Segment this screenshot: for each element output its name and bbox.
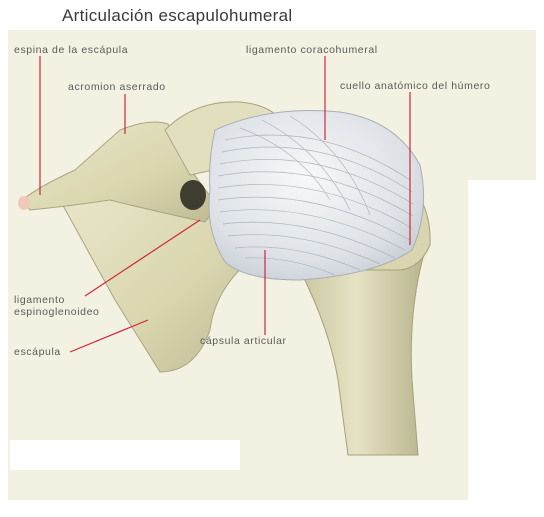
label-ligamento-espinoglenoideo: ligamento espinoglenoideo	[14, 294, 99, 318]
label-acromion: acromion aserrado	[68, 81, 166, 93]
label-capsula-articular: cápsula articular	[200, 335, 287, 347]
label-ligamento-espinoglenoideo-line1: ligamento	[14, 294, 99, 306]
label-ligamento-espinoglenoideo-line2: espinoglenoideo	[14, 306, 99, 318]
figure-title: Articulación escapulohumeral	[62, 6, 292, 26]
label-cuello-anatomico: cuello anatómico del húmero	[340, 80, 490, 92]
label-escapula: escápula	[14, 346, 61, 358]
background-panel-lower	[10, 440, 240, 470]
foramen-shadow	[180, 180, 206, 210]
spine-tip-shape	[18, 196, 30, 210]
label-espina-escapula: espina de la escápula	[14, 44, 128, 56]
label-ligamento-coracohumeral: ligamento coracohumeral	[246, 44, 378, 56]
background-panel-right	[468, 30, 536, 180]
